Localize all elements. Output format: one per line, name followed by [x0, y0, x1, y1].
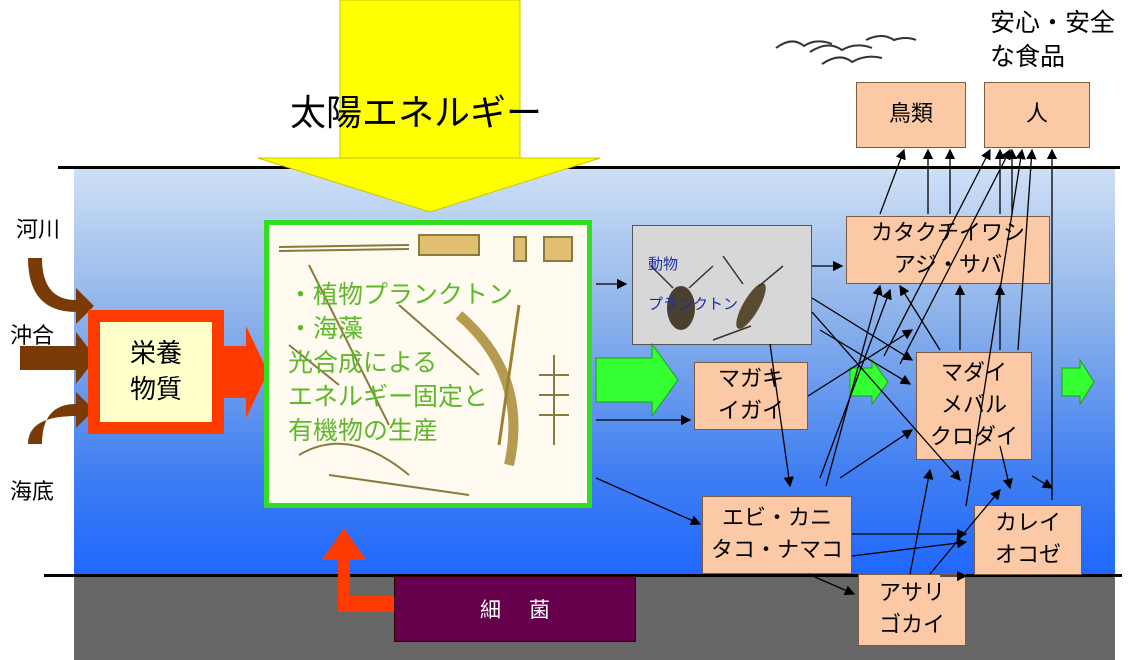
source-seabed-label: 海底 — [10, 480, 55, 505]
zoo-line1: 動物 — [648, 255, 679, 273]
flying-birds-icon — [775, 35, 917, 65]
zooplankton-photo — [632, 225, 812, 345]
phytoplankton-text: ・植物プランクトン ・海藻 光合成による エネルギー固定と 有機物の生産 — [288, 278, 588, 448]
phyto-line4: エネルギー固定と — [288, 382, 489, 411]
nutrient-line2: 物質 — [129, 375, 182, 405]
demersal-line1: マダイ — [940, 361, 1007, 386]
birds-box: 鳥類 — [856, 82, 966, 148]
seabed-line — [44, 574, 1122, 577]
source-river-label: 河川 — [16, 218, 61, 243]
bacteria-box: 細菌 — [394, 576, 636, 642]
benthos-box: アサリ ゴカイ — [858, 574, 966, 646]
phytoplankton-panel — [264, 220, 592, 508]
zooplankton-label: 動物 プランクトン — [648, 244, 738, 324]
zoo-line2: プランクトン — [648, 295, 739, 313]
crustaceans-line2: タコ・ナマコ — [710, 538, 843, 563]
shellfish-line1: マガキ — [717, 367, 784, 392]
benthos-line2: ゴカイ — [878, 613, 945, 638]
source-offshore-label: 沖合 — [10, 324, 55, 349]
phytoplankton-illustration — [278, 234, 573, 496]
zooplankton-illustration — [650, 255, 784, 341]
demersal-line3: クロダイ — [929, 425, 1018, 450]
demersal-fish-box: マダイ メバル クロダイ — [916, 352, 1032, 460]
benthos-line1: アサリ — [878, 581, 945, 606]
birds-label: 鳥類 — [888, 102, 933, 127]
pelagic-line2: アジ・サバ — [893, 253, 1003, 278]
safe-food-line1: 安心・安全 — [990, 8, 1116, 37]
phyto-line1: ・植物プランクトン — [288, 280, 514, 309]
flatfish-line2: オコゼ — [994, 543, 1061, 568]
nutrient-line1: 栄養 — [129, 339, 182, 369]
phyto-line2: ・海藻 — [288, 314, 364, 343]
safe-food-label: 安心・安全 な食品 — [990, 6, 1115, 74]
human-box: 人 — [984, 82, 1090, 148]
crustaceans-line1: エビ・カニ — [721, 506, 832, 531]
human-label: 人 — [1025, 102, 1048, 127]
nutrient-box: 栄養 物質 — [100, 322, 212, 422]
shellfish-line2: イガイ — [717, 399, 784, 424]
sea-surface-line — [58, 166, 1120, 169]
safe-food-line2: な食品 — [990, 42, 1066, 71]
phyto-line5: 有機物の生産 — [288, 416, 439, 445]
pelagic-fish-box: カタクチイワシ アジ・サバ — [846, 216, 1050, 284]
phyto-line3: 光合成による — [288, 348, 438, 377]
demersal-line2: メバル — [940, 393, 1007, 418]
sun-energy-label: 太陽エネルギー — [290, 93, 543, 134]
pelagic-line1: カタクチイワシ — [870, 221, 1025, 246]
crustaceans-box: エビ・カニ タコ・ナマコ — [702, 496, 852, 574]
flatfish-box: カレイ オコゼ — [974, 505, 1082, 575]
flatfish-line1: カレイ — [994, 511, 1061, 536]
shellfish-box: マガキ イガイ — [694, 362, 808, 430]
